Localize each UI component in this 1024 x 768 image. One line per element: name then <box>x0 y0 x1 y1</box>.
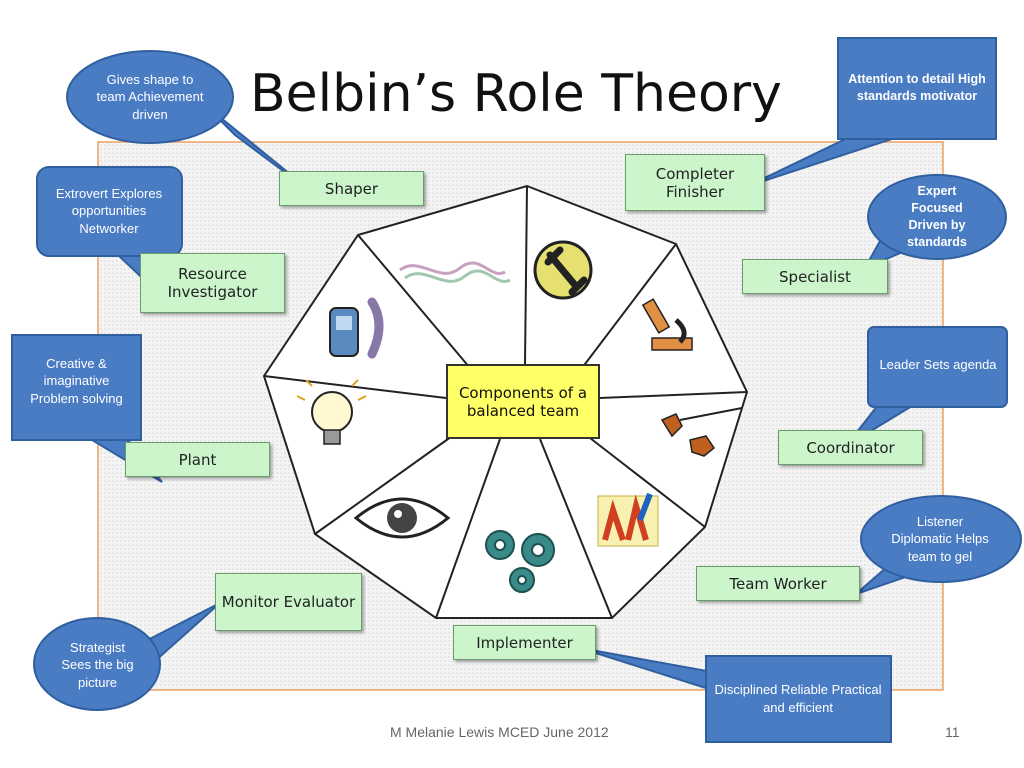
callout-text-teamworker: Listener Diplomatic Helps team to gel <box>891 513 989 564</box>
label-completer-finisher: Completer Finisher <box>625 154 765 211</box>
eye-icon <box>353 497 451 539</box>
callout-coordinator <box>867 326 1008 408</box>
conductor-icon <box>660 407 743 457</box>
center-box: Components of a balanced team <box>446 364 600 439</box>
callout-specialist <box>867 174 1007 260</box>
callout-text-specialist: Expert Focused Driven by standards <box>907 184 967 249</box>
gears-icon <box>485 530 555 593</box>
wheel-dividers <box>263 185 748 619</box>
callout-resource <box>36 166 183 257</box>
callout-text-resource: Extrovert Explores opportunities Network… <box>55 185 163 236</box>
callout-teamworker <box>860 495 1022 583</box>
slide-number: 11 <box>945 724 960 740</box>
callout-text-plant: Creative & imaginative Problem solving <box>30 355 123 406</box>
callout-text-coordinator: Leader Sets agenda <box>879 357 997 373</box>
callout-plant <box>11 334 142 441</box>
footer-text: M Melanie Lewis MCED June 2012 <box>390 724 609 740</box>
callout-completer <box>837 37 997 140</box>
callout-shaper <box>66 50 234 144</box>
team-icon <box>597 492 659 547</box>
callout-bodies <box>11 37 1022 743</box>
slide-title: Belbin’s Role Theory <box>250 64 782 124</box>
phone-icon <box>329 297 384 359</box>
lightbulb-icon <box>296 379 367 445</box>
label-monitor-evaluator: Monitor Evaluator <box>215 573 362 631</box>
label-shaper: Shaper <box>279 171 424 206</box>
callout-text-shaper: Gives shape to team Achievement driven <box>96 71 204 122</box>
label-specialist: Specialist <box>742 259 888 294</box>
callout-text-monitor: Strategist Sees the big picture <box>61 639 134 690</box>
label-team-worker: Team Worker <box>696 566 860 601</box>
callout-text-completer: Attention to detail High standards motiv… <box>848 72 986 103</box>
label-coordinator: Coordinator <box>778 430 923 465</box>
callout-monitor <box>33 617 161 711</box>
rope-icon <box>399 261 511 283</box>
callout-implementer <box>705 655 892 743</box>
wrench-icon <box>533 240 593 300</box>
callout-text-implementer: Disciplined Reliable Practical and effic… <box>714 682 882 715</box>
label-implementer: Implementer <box>453 625 596 660</box>
label-resource-investigator: Resource Investigator <box>140 253 285 313</box>
microscope-icon <box>641 298 693 351</box>
label-plant: Plant <box>125 442 270 477</box>
